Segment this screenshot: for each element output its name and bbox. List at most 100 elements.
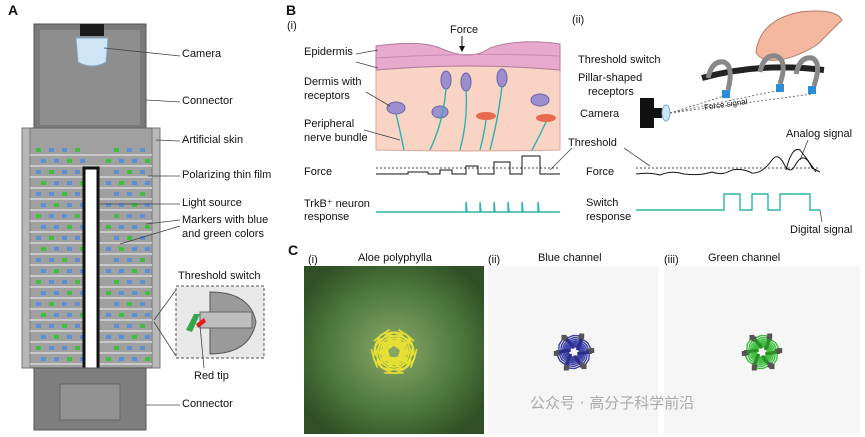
skin-marker bbox=[49, 258, 54, 262]
skin-marker bbox=[132, 225, 137, 229]
skin-marker bbox=[62, 170, 67, 174]
watermark: 公众号 · 高分子科学前沿 bbox=[530, 394, 695, 412]
skin-marker bbox=[49, 302, 54, 306]
skin-marker bbox=[127, 192, 132, 196]
inset-red-tip bbox=[196, 318, 206, 328]
panel-b-sub-ii: (ii) bbox=[572, 14, 585, 26]
skin-marker bbox=[75, 236, 80, 240]
skin-marker bbox=[75, 346, 80, 350]
switch-response-trace bbox=[636, 193, 820, 211]
skin-marker bbox=[140, 214, 145, 218]
skin-marker bbox=[132, 159, 137, 163]
skin-marker bbox=[140, 280, 145, 284]
skin-marker bbox=[36, 148, 41, 152]
marker-dot bbox=[559, 350, 563, 354]
skin-marker bbox=[67, 357, 72, 361]
skin-marker bbox=[67, 159, 72, 163]
skin-marker bbox=[119, 247, 124, 251]
label-digital-signal: Digital signal bbox=[790, 224, 853, 236]
skin-marker bbox=[140, 302, 145, 306]
aloe-spiral-line bbox=[372, 334, 408, 368]
skin-marker bbox=[36, 170, 41, 174]
panel-c-title-ii: Blue channel bbox=[538, 252, 602, 264]
aloe-spiral-line bbox=[378, 339, 418, 372]
skin-marker bbox=[67, 313, 72, 317]
skin-marker bbox=[54, 291, 59, 295]
aloe-photo bbox=[304, 266, 484, 434]
skin-marker bbox=[140, 346, 145, 350]
panel-b-sub-i: (i) bbox=[287, 20, 297, 32]
marker-dot bbox=[563, 336, 569, 342]
skin-marker bbox=[145, 269, 150, 273]
skin-marker bbox=[62, 280, 67, 284]
label-artificial-skin: Artificial skin bbox=[182, 134, 244, 146]
skin-marker bbox=[140, 192, 145, 196]
skin-marker bbox=[114, 258, 119, 262]
skin-marker bbox=[36, 346, 41, 350]
skin-marker bbox=[41, 159, 46, 163]
skin-marker bbox=[75, 148, 80, 152]
skin-marker bbox=[49, 214, 54, 218]
marker-spiral-line bbox=[555, 341, 587, 368]
label-trkb-1: TrkB⁺ neuron bbox=[304, 198, 370, 210]
marker-dot bbox=[567, 349, 571, 352]
skin-marker bbox=[119, 357, 124, 361]
marker-dot bbox=[755, 356, 759, 360]
skin-marker bbox=[67, 291, 72, 295]
neuron-response-trace bbox=[376, 201, 560, 213]
skin-marker bbox=[75, 280, 80, 284]
skin-marker bbox=[127, 302, 132, 306]
skin-marker bbox=[75, 170, 80, 174]
marker-dot bbox=[747, 350, 751, 354]
panel-c-sub-i: (i) bbox=[308, 254, 318, 266]
marker-dot bbox=[563, 365, 569, 371]
marker-dot bbox=[759, 345, 763, 349]
label-dermis-2: receptors bbox=[304, 90, 350, 102]
marker-spiral-line bbox=[749, 336, 781, 363]
skin-marker bbox=[127, 280, 132, 284]
marker-spiral-line bbox=[563, 338, 591, 367]
skin-marker bbox=[145, 335, 150, 339]
skin-marker bbox=[75, 214, 80, 218]
marker-spiral-line bbox=[557, 337, 585, 366]
label-connector-top: Connector bbox=[182, 95, 233, 107]
panel-c-title-iii: Green channel bbox=[708, 252, 781, 264]
blue-channel-panel bbox=[488, 266, 658, 434]
skin-marker bbox=[114, 236, 119, 240]
marker-dot bbox=[574, 356, 578, 360]
skin-marker bbox=[132, 181, 137, 185]
panel-c-title-i: Aloe polyphylla bbox=[358, 252, 432, 264]
skin-marker bbox=[145, 357, 150, 361]
skin-marker bbox=[75, 258, 80, 262]
skin-marker bbox=[145, 203, 150, 207]
skin-marker bbox=[49, 192, 54, 196]
skin-marker bbox=[49, 280, 54, 284]
force-trace-right bbox=[635, 156, 821, 176]
marker-dot bbox=[774, 349, 780, 354]
marker-dot bbox=[565, 362, 569, 366]
label-markers-line2: and green colors bbox=[182, 228, 264, 240]
skin-marker bbox=[132, 313, 137, 317]
marker-spiral-line bbox=[752, 340, 777, 370]
skin-marker bbox=[67, 269, 72, 273]
skin-marker bbox=[114, 192, 119, 196]
skin-marker bbox=[75, 324, 80, 328]
skin-marker bbox=[67, 335, 72, 339]
panel-c-sub-iii: (iii) bbox=[664, 254, 679, 266]
label-force-right: Force bbox=[586, 166, 615, 178]
marker-dot bbox=[767, 338, 771, 342]
label-switch-2: response bbox=[586, 211, 632, 223]
skin-marker bbox=[62, 258, 67, 262]
label-threshold-switch-b: Threshold switch bbox=[578, 54, 661, 66]
skin-marker bbox=[119, 313, 124, 317]
skin-marker bbox=[127, 236, 132, 240]
skin-marker bbox=[54, 247, 59, 251]
skin-marker bbox=[127, 258, 132, 262]
skin-marker bbox=[145, 247, 150, 251]
skin-marker bbox=[36, 324, 41, 328]
skin-marker bbox=[41, 225, 46, 229]
skin-marker bbox=[41, 203, 46, 207]
label-dermis-1: Dermis with bbox=[304, 76, 362, 88]
skin-marker bbox=[140, 324, 145, 328]
skin-marker bbox=[106, 159, 111, 163]
